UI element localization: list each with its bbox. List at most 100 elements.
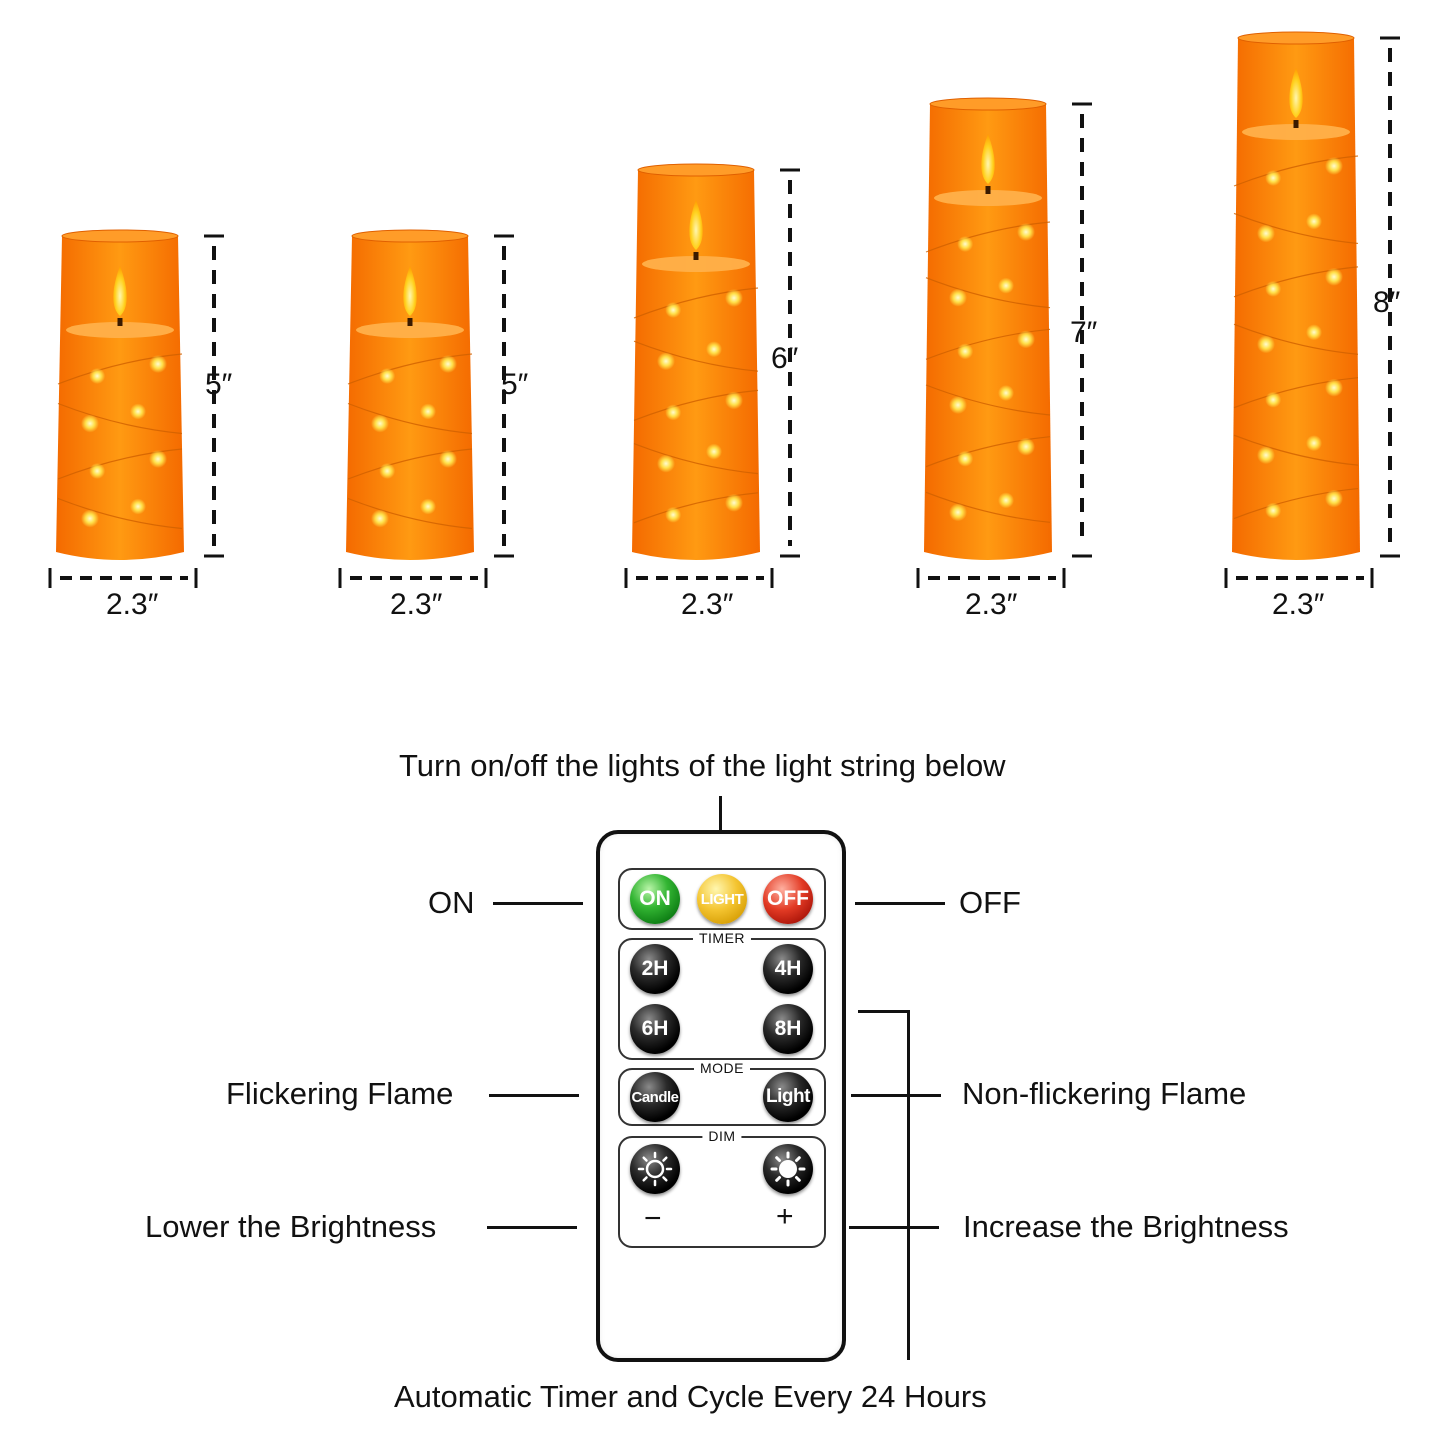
- candle-3-light-string: [633, 443, 759, 475]
- candle-5-light-dot: [1325, 267, 1343, 286]
- candle-4-light-dot: [957, 450, 974, 467]
- candle-1-flame-icon: [113, 266, 127, 316]
- candle-5-rim: [1237, 31, 1355, 45]
- dim-plus-sign: +: [776, 1200, 794, 1233]
- dim-title: DIM: [702, 1128, 742, 1144]
- candle-3-light-dot: [665, 506, 682, 523]
- candle-5-height-label: 8″: [1373, 286, 1401, 319]
- timer-group: TIMER 2H 4H 6H 8H: [618, 930, 826, 1060]
- timer-8h-button[interactable]: 8H: [763, 1004, 813, 1054]
- candle-3-height-label: 6″: [771, 342, 799, 375]
- caption-non-flickering-flame: Non-flickering Flame: [962, 1076, 1247, 1111]
- candle-4-light-dot: [998, 277, 1014, 294]
- candle-4-light-dot: [949, 288, 967, 307]
- candle-2-light-dot: [379, 463, 396, 479]
- candle-5-light-dot: [1265, 502, 1282, 519]
- candle-3-light-dot: [706, 443, 722, 460]
- candle-2-light-dot: [371, 509, 389, 528]
- candle-5-light-string: [1233, 323, 1359, 355]
- candle-4-rim: [929, 97, 1047, 111]
- candle-3-light-dot: [657, 454, 675, 473]
- candle-5-light-dot: [1265, 280, 1282, 297]
- light-mode-button[interactable]: Light: [763, 1072, 813, 1122]
- candle-2-rim: [351, 229, 469, 243]
- candle-1-light-dot: [81, 414, 99, 433]
- leader-timer-top: [858, 1010, 908, 1013]
- candle-2-light-dot: [379, 368, 396, 384]
- candle-5-light-dot: [1325, 489, 1343, 508]
- candle-4-light-dot: [957, 343, 974, 360]
- candle-3-light-dot: [725, 493, 743, 512]
- candle-4-light-string: [925, 221, 1051, 253]
- candle-5-wick: [1293, 120, 1299, 128]
- candle-mode-button[interactable]: Candle: [630, 1072, 680, 1122]
- candle-1-wick: [117, 318, 123, 326]
- timer-6h-button[interactable]: 6H: [630, 1004, 680, 1054]
- timer-2h-button[interactable]: 2H: [630, 944, 680, 994]
- candle-4-light-dot: [998, 492, 1014, 509]
- candle-4-light-string: [925, 436, 1051, 468]
- candle-5-flame-icon: [1289, 68, 1303, 118]
- timer-4h-button[interactable]: 4H: [763, 944, 813, 994]
- candle-4-wax-top: [934, 190, 1042, 206]
- candle-2-flame-icon: [403, 266, 417, 316]
- candle-4-light-string: [925, 384, 1051, 416]
- candle-5-light-dot: [1325, 378, 1343, 397]
- candle-1-light-dot: [149, 450, 167, 468]
- candle-2-light-string: [347, 497, 473, 530]
- candle-5-light-dot: [1325, 157, 1343, 175]
- candle-5-light-string: [1233, 377, 1359, 409]
- candle-4-light-dot: [1017, 330, 1035, 349]
- candle-4-wick: [985, 186, 991, 194]
- caption-increase-brightness: Increase the Brightness: [963, 1209, 1289, 1244]
- candle-4-light-string: [925, 491, 1051, 523]
- candle-1-rim: [61, 229, 179, 243]
- candle-1-light-dot: [81, 509, 99, 528]
- candle-5-light-string: [1233, 212, 1359, 245]
- caption-auto-timer: Automatic Timer and Cycle Every 24 Hours: [394, 1379, 987, 1414]
- candle-4-light-string: [925, 277, 1051, 309]
- leader-off: [855, 902, 945, 905]
- candle-5-light-dot: [1306, 435, 1322, 452]
- candle-5-light-string: [1233, 266, 1359, 298]
- candle-1-light-dot: [89, 368, 106, 384]
- candle-2-light-dot: [371, 414, 389, 433]
- on-button[interactable]: ON: [630, 874, 680, 924]
- candle-2-light-string: [347, 448, 473, 480]
- candle-1-light-string: [57, 402, 183, 435]
- leader-light-string: [719, 796, 722, 856]
- candle-2-light-string: [347, 353, 473, 385]
- light-string-button[interactable]: LIGHT: [697, 874, 747, 924]
- candle-3-wick: [693, 252, 699, 260]
- candle-3-light-dot: [725, 289, 743, 307]
- candle-5-light-string: [1233, 155, 1359, 187]
- candle-1-light-dot: [149, 355, 167, 373]
- candle-3-wax-top: [642, 256, 750, 272]
- candle-2-light-string: [347, 402, 473, 435]
- candle-5-light-string: [1233, 487, 1359, 520]
- candle-2-wax-top: [356, 322, 464, 338]
- candle-4-light-dot: [1017, 437, 1035, 456]
- mode-title: MODE: [694, 1060, 750, 1076]
- timer-title: TIMER: [692, 930, 752, 946]
- candle-3-flame-icon: [689, 200, 703, 250]
- candle-5-light-dot: [1257, 224, 1275, 243]
- leader-timer-vertical: [907, 1010, 910, 1360]
- candle-5-light-dot: [1257, 446, 1275, 465]
- off-button[interactable]: OFF: [763, 874, 813, 924]
- dim-minus-sign: −: [644, 1202, 662, 1235]
- caption-lower-brightness: Lower the Brightness: [145, 1209, 437, 1244]
- candle-1-wax-top: [66, 322, 174, 338]
- sun-outline-icon: [637, 1151, 673, 1187]
- candle-2-light-dot: [439, 355, 457, 373]
- candle-2-width-label: 2.3″: [390, 588, 443, 621]
- dim-up-button[interactable]: [763, 1144, 813, 1194]
- candle-2-height-label: 5″: [501, 368, 529, 401]
- candle-3-light-string: [633, 492, 759, 524]
- candle-3-light-dot: [725, 391, 743, 410]
- dim-down-button[interactable]: [630, 1144, 680, 1194]
- candle-2-glass: [346, 236, 474, 560]
- candle-3-light-string: [633, 287, 759, 319]
- caption-flickering-flame: Flickering Flame: [226, 1076, 454, 1111]
- leader-on: [493, 902, 583, 905]
